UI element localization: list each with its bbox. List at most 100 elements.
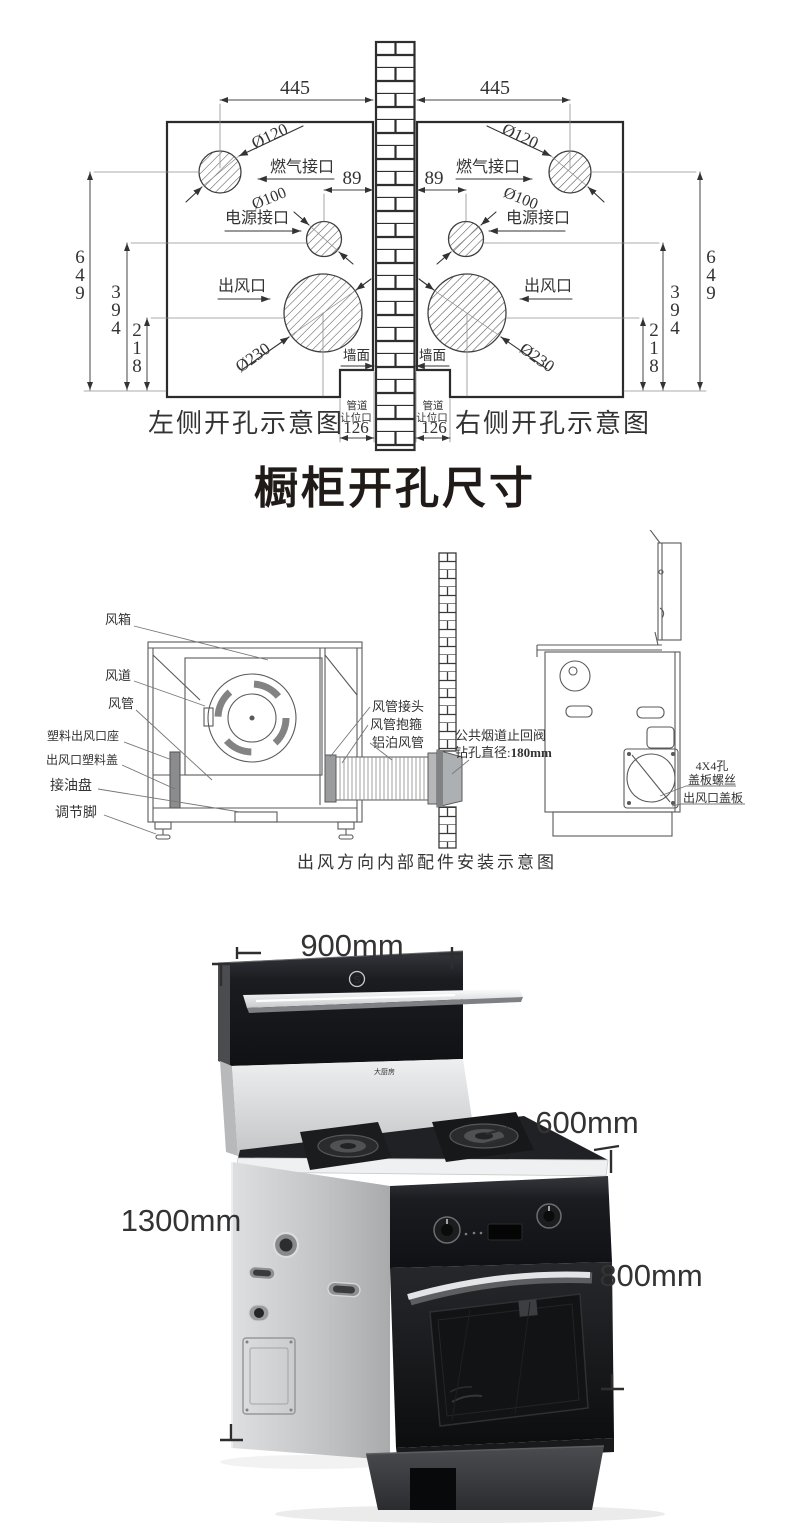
control-display (487, 1223, 523, 1241)
dim-445: 445 (480, 77, 510, 99)
window-reflection (518, 1299, 538, 1317)
plinth-vent-slot (410, 1468, 456, 1510)
power-hole-circle (305, 220, 343, 258)
screw-label-line2: 盖板螺丝 (688, 773, 736, 787)
power-port-label: 电源接口 (225, 209, 289, 227)
cover-plate-labels: 4X4孔 盖板螺丝 出风口盖板 (683, 759, 743, 805)
air-box-label: 风箱 (105, 612, 131, 627)
product-photo: S 大厨房 (121, 928, 703, 1523)
adjustable-feet (154, 821, 355, 840)
flue-note-line1: 公共烟道止回阀 (455, 728, 546, 743)
dia-outlet-label: Ø230 (232, 339, 274, 376)
air-outlet-label: 出风口 (218, 277, 266, 295)
outlet-seat-label: 塑料出风口座 (47, 728, 119, 743)
control-knob-right (536, 1203, 562, 1229)
burner-left (300, 1122, 392, 1170)
burner-right (432, 1112, 534, 1162)
gas-port-label: 燃气接口 (270, 158, 334, 176)
dim-445: 445 (280, 77, 310, 99)
dimension-ticks (212, 947, 624, 1442)
brand-logo: S (348, 970, 366, 988)
pipe-notch-label-1: 管道 (423, 399, 444, 412)
wall-surface-label: 墙面 (419, 348, 446, 363)
dia-gas-label: Ø120 (249, 119, 291, 152)
duct-clamp-label: 风管抱箍 (370, 717, 422, 732)
glass-shelf (243, 989, 523, 1013)
left-panel-outline (165, 120, 375, 399)
duct-joint (324, 754, 337, 803)
hood-side-edge (218, 962, 230, 1066)
floor-shadow (220, 1455, 400, 1469)
caption-right-diagram: 右侧开孔示意图 (455, 409, 651, 438)
oven-window (429, 1293, 589, 1427)
duct-joint-label: 风管接头 (372, 699, 424, 714)
wall-surface-label: 墙面 (343, 348, 370, 363)
check-valve-flange (437, 750, 443, 807)
brick-wall-column (374, 40, 416, 452)
duct-part-labels: 风管接头 风管抱箍 铝泊风管 (370, 699, 424, 750)
pipe-notch-label-1: 管道 (347, 399, 368, 412)
flue-note-line2-prefix: 钻孔直径: (455, 745, 511, 760)
pipe-notch-label-2: 让位口 (416, 411, 448, 424)
gas-port-label: 燃气接口 (456, 158, 520, 176)
cabinet-side-panel (232, 1162, 390, 1460)
dia-power-label: Ø100 (250, 184, 289, 213)
pipe-notch-label-2: 让位口 (340, 411, 372, 424)
air-channel-label: 风道 (105, 668, 131, 683)
brand-logo-letter: S (354, 975, 361, 986)
aluminum-foil-duct (335, 756, 429, 801)
dim-width: 900mm (300, 928, 403, 963)
page-title: 橱柜开孔尺寸 (254, 464, 536, 513)
splash-side-edge (220, 1061, 238, 1156)
side-access-panel (242, 1337, 296, 1415)
duct-clamp (427, 752, 438, 805)
dim-depth: 600mm (535, 1105, 638, 1140)
svg-text:钻孔直径:180mm: 钻孔直径:180mm (455, 745, 552, 760)
power-hole-circle (447, 220, 485, 258)
fan-box-cross-section (147, 641, 363, 840)
product-dimensions: 900mm 600mm 1300mm 800mm (121, 928, 703, 1293)
control-panel (390, 1176, 612, 1268)
brand-mark: 大厨房 (374, 1067, 395, 1076)
adjust-feet-label: 调节脚 (55, 805, 97, 821)
fan-wheel (207, 673, 297, 763)
appliance-side-view (536, 530, 682, 837)
brick-wall-column (438, 806, 457, 849)
side-panel-details (242, 1231, 361, 1415)
outlet-cover-label: 出风口塑料盖 (46, 752, 118, 767)
dim-89: 89 (343, 168, 362, 189)
control-knob-left (433, 1216, 461, 1244)
right-panel-outline (415, 120, 625, 399)
dia-power-label: Ø100 (501, 184, 540, 213)
outlet-cover-plate (623, 748, 679, 809)
air-outlet-label: 出风口 (524, 277, 572, 295)
dia-outlet-label: Ø230 (516, 339, 558, 376)
outlet-plate-label: 出风口盖板 (683, 791, 743, 805)
oil-tray-label: 接油盘 (50, 777, 92, 794)
dim-89: 89 (425, 168, 444, 189)
dim-126: 126 (421, 418, 447, 437)
screw-label-line1: 4X4孔 (696, 759, 729, 773)
oven-handle (407, 1271, 591, 1300)
plastic-outlet-seat (169, 751, 181, 809)
hood-profile (649, 530, 682, 646)
dia-gas-label: Ø120 (499, 119, 541, 152)
internal-parts-diagram: 风箱 风道 风管 塑料出风口座 出风口塑料盖 接油盘 调节脚 风管接头 风管抱箍… (46, 530, 745, 872)
dim-126: 126 (343, 418, 369, 437)
flexible-duct (324, 749, 463, 808)
power-port-label: 电源接口 (506, 209, 570, 227)
alu-duct-label: 铝泊风管 (372, 735, 424, 750)
caption-left-diagram: 左侧开孔示意图 (148, 409, 344, 438)
left-part-labels: 风箱 风道 风管 塑料出风口座 出风口塑料盖 接油盘 调节脚 (46, 612, 134, 821)
dim-body-height: 800mm (599, 1258, 702, 1293)
flue-note-line2-value: 180mm (511, 745, 552, 760)
